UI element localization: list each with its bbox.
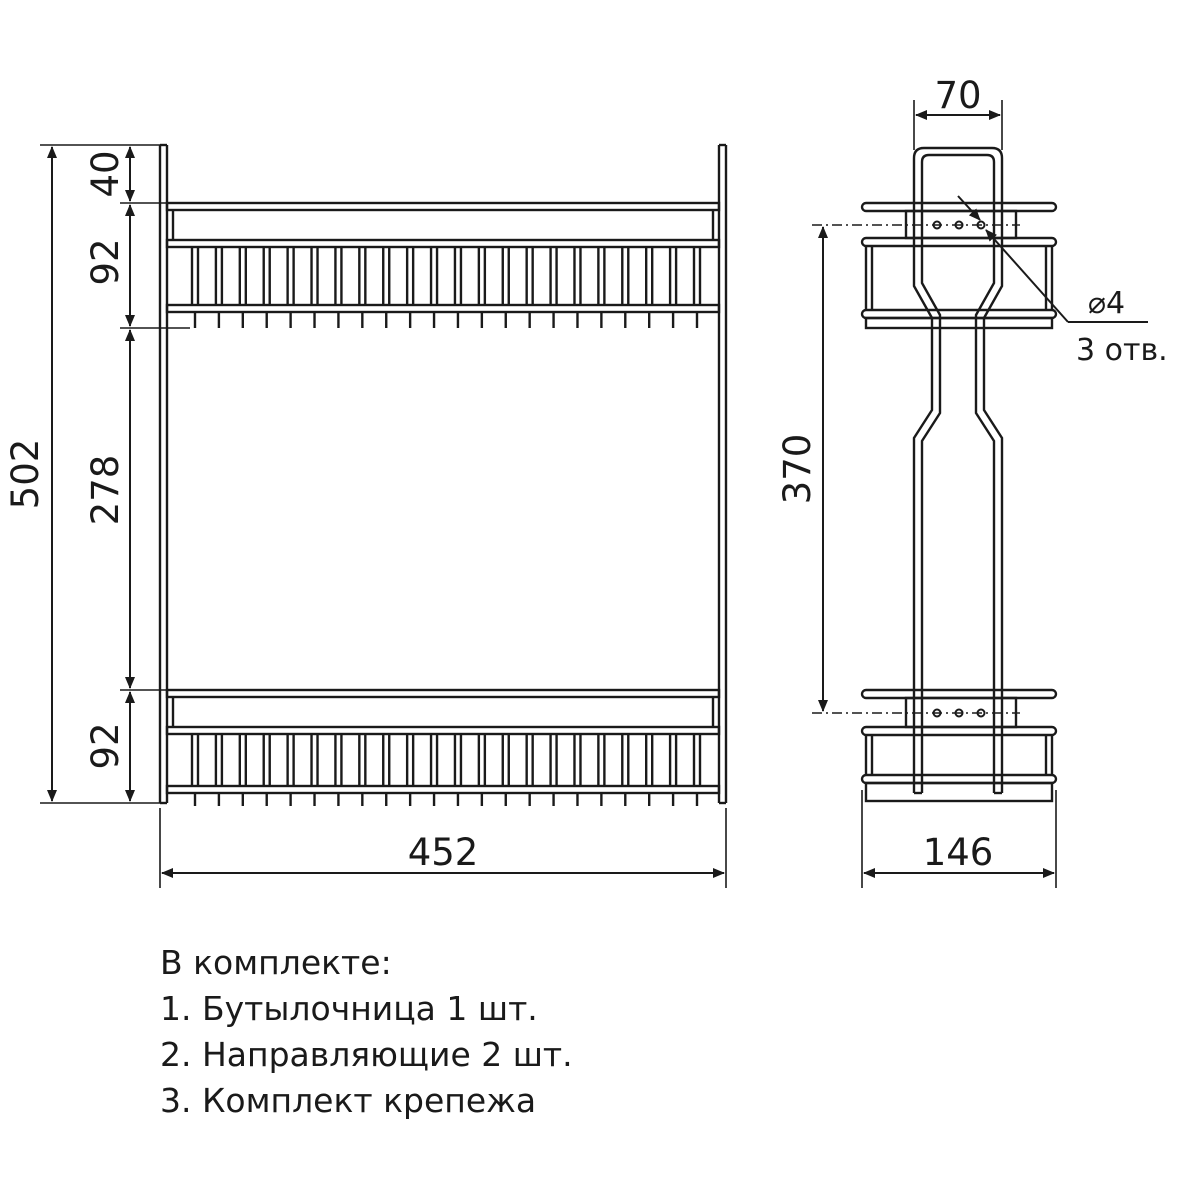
- lower-basket-dimension-label: 92: [84, 722, 127, 769]
- upper-basket: [165, 201, 721, 328]
- middle-gap-dimension-label: 278: [84, 455, 127, 526]
- kit-item: 1. Бутылочница 1 шт.: [160, 989, 538, 1028]
- side-lower-basket: [860, 688, 1058, 803]
- top-width-dimension-label: 70: [934, 74, 981, 117]
- kit-item: 3. Комплект крепежа: [160, 1081, 537, 1120]
- kit-contents: В комплекте: 1. Бутылочница 1 шт. 2. Нап…: [160, 940, 573, 1124]
- hole-spacing-dimension-label: 370: [776, 434, 819, 505]
- side-view: [812, 100, 1148, 888]
- upper-basket-bars: [190, 247, 702, 328]
- front-view: [40, 143, 728, 888]
- side-width-dimension-label: 146: [923, 831, 994, 874]
- mounting-holes: [932, 220, 986, 718]
- hole-diameter-label: ⌀4: [1088, 286, 1125, 321]
- hole-count-label: 3 отв.: [1076, 333, 1168, 368]
- front-dimension-lines: [47, 146, 725, 878]
- front-extension-lines: [40, 144, 727, 888]
- side-wire-frame: [912, 146, 1004, 795]
- lower-basket-bars: [190, 734, 702, 806]
- lower-basket: [165, 688, 721, 806]
- hole-leader: [957, 195, 1148, 323]
- side-extension-lines: [861, 100, 1057, 888]
- kit-item: 2. Направляющие 2 шт.: [160, 1035, 573, 1074]
- side-dimension-lines: [818, 110, 1055, 878]
- width-dimension-label: 452: [408, 831, 479, 874]
- side-upper-basket: [860, 201, 1058, 330]
- hole-center-lines: [812, 224, 1020, 714]
- height-dimension-label: 502: [4, 439, 47, 510]
- upper-basket-dimension-label: 92: [84, 238, 127, 285]
- kit-title: В комплекте:: [160, 943, 392, 982]
- top-gap-dimension-label: 40: [84, 150, 127, 197]
